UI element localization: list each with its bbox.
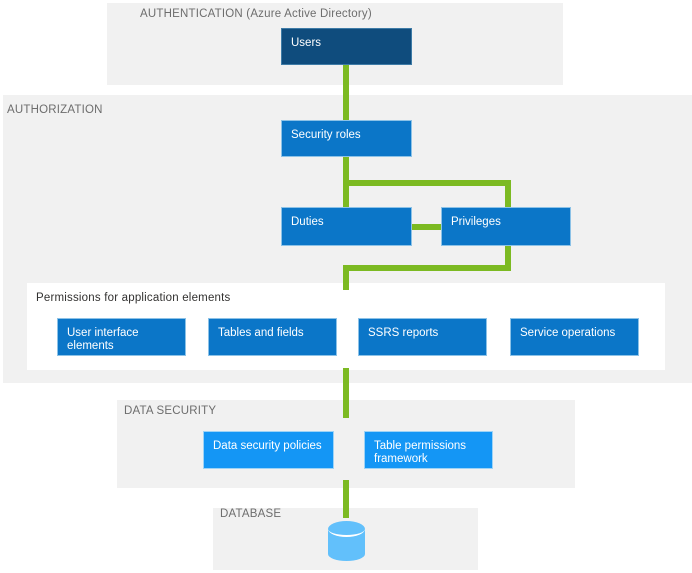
database-cylinder-icon xyxy=(328,521,365,563)
connector-privileges-down-vertical xyxy=(505,241,511,271)
node-security-roles[interactable]: Security roles xyxy=(281,120,412,157)
node-ssrs-reports[interactable]: SSRS reports xyxy=(358,318,487,356)
connector-users-to-security-roles xyxy=(343,60,349,122)
node-privileges[interactable]: Privileges xyxy=(441,207,571,246)
database-section-label: DATABASE xyxy=(220,508,282,520)
node-duties[interactable]: Duties xyxy=(281,207,412,246)
node-user-interface-elements[interactable]: User interface elements xyxy=(57,318,186,356)
connector-duties-to-privileges xyxy=(408,224,446,230)
node-table-permissions-framework[interactable]: Table permissions framework xyxy=(364,431,493,469)
authorization-section-label: AUTHORIZATION xyxy=(7,104,103,116)
node-users[interactable]: Users xyxy=(281,28,412,65)
connector-permissions-to-data-security xyxy=(343,368,349,418)
cylinder-top-ellipse xyxy=(328,521,365,537)
permissions-panel-label: Permissions for application elements xyxy=(36,292,231,304)
authentication-section-label: AUTHENTICATION (Azure Active Directory) xyxy=(140,8,372,20)
data-security-section-label: DATA SECURITY xyxy=(124,405,217,417)
connector-to-permissions-panel-vertical xyxy=(343,265,349,290)
node-tables-and-fields[interactable]: Tables and fields xyxy=(208,318,337,356)
node-data-security-policies[interactable]: Data security policies xyxy=(203,431,334,469)
connector-security-roles-branch-horizontal xyxy=(343,180,511,186)
node-service-operations[interactable]: Service operations xyxy=(510,318,639,356)
connector-data-security-to-database xyxy=(343,480,349,518)
connector-branch-to-privileges-vertical xyxy=(505,180,511,213)
connector-privileges-to-permissions-horizontal xyxy=(343,265,511,271)
